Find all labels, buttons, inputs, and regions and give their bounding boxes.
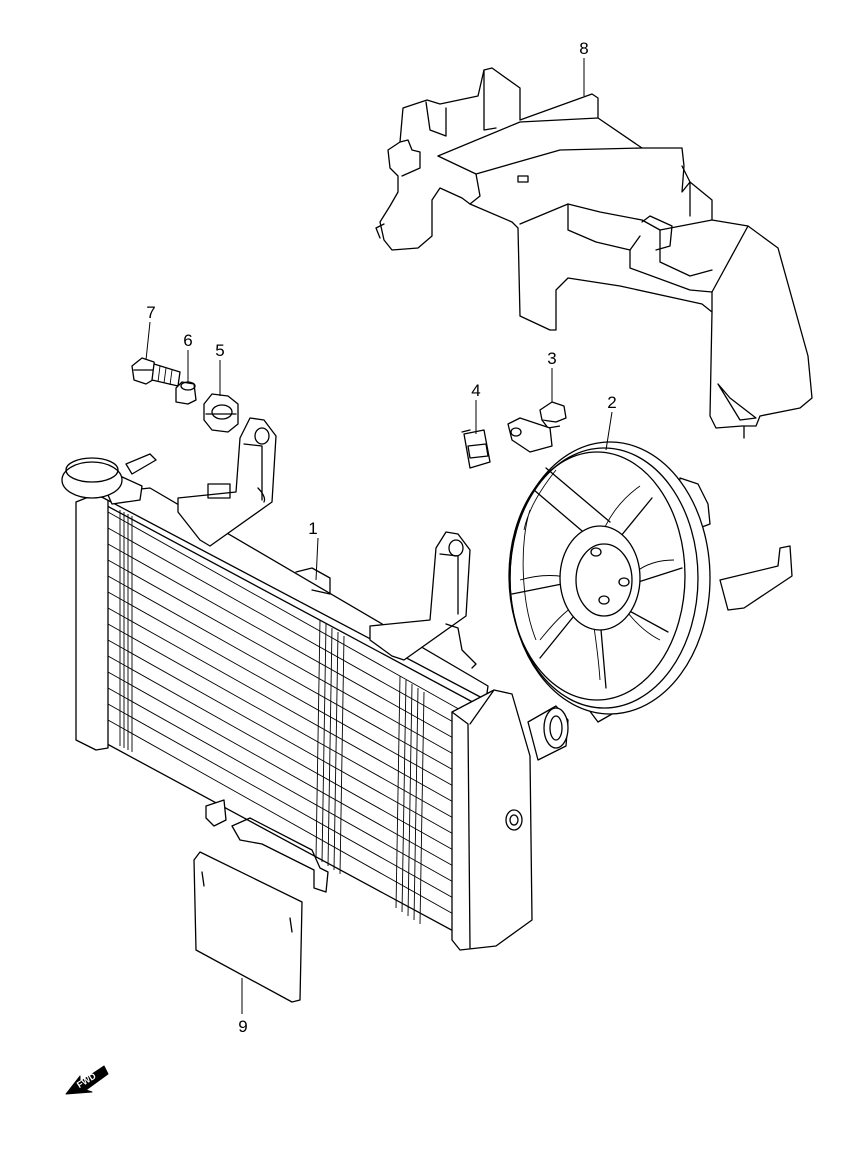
- callout-2: 2: [607, 393, 616, 412]
- spacer-6: [175, 381, 197, 405]
- callout-4: 4: [471, 381, 480, 400]
- leader-7: [145, 321, 151, 361]
- callout-5: 5: [215, 341, 224, 360]
- nut-clip-4: [461, 429, 491, 469]
- rubber-cushion-5: [203, 393, 239, 433]
- callout-1: 1: [308, 519, 317, 538]
- cooling-fan: [507, 417, 793, 723]
- callout-7: 7: [146, 303, 155, 322]
- callout-8: 8: [579, 39, 588, 58]
- callout-6: 6: [183, 331, 192, 350]
- callout-3: 3: [547, 349, 556, 368]
- callout-labels: 1 2 3 4 5 6 7 8 9: [146, 39, 616, 1036]
- callout-9: 9: [238, 1017, 247, 1036]
- fwd-arrow-icon: FWD: [65, 1065, 109, 1095]
- leader-1: [315, 537, 319, 581]
- bolt-7: [131, 357, 181, 387]
- plate-9: [193, 851, 303, 1003]
- leader-2: [605, 411, 613, 451]
- radiator: [61, 417, 569, 951]
- bolt-3: [539, 401, 567, 429]
- leader-lines: [145, 58, 613, 1014]
- radiator-fins: [107, 510, 465, 925]
- cover-shroud: [375, 67, 813, 439]
